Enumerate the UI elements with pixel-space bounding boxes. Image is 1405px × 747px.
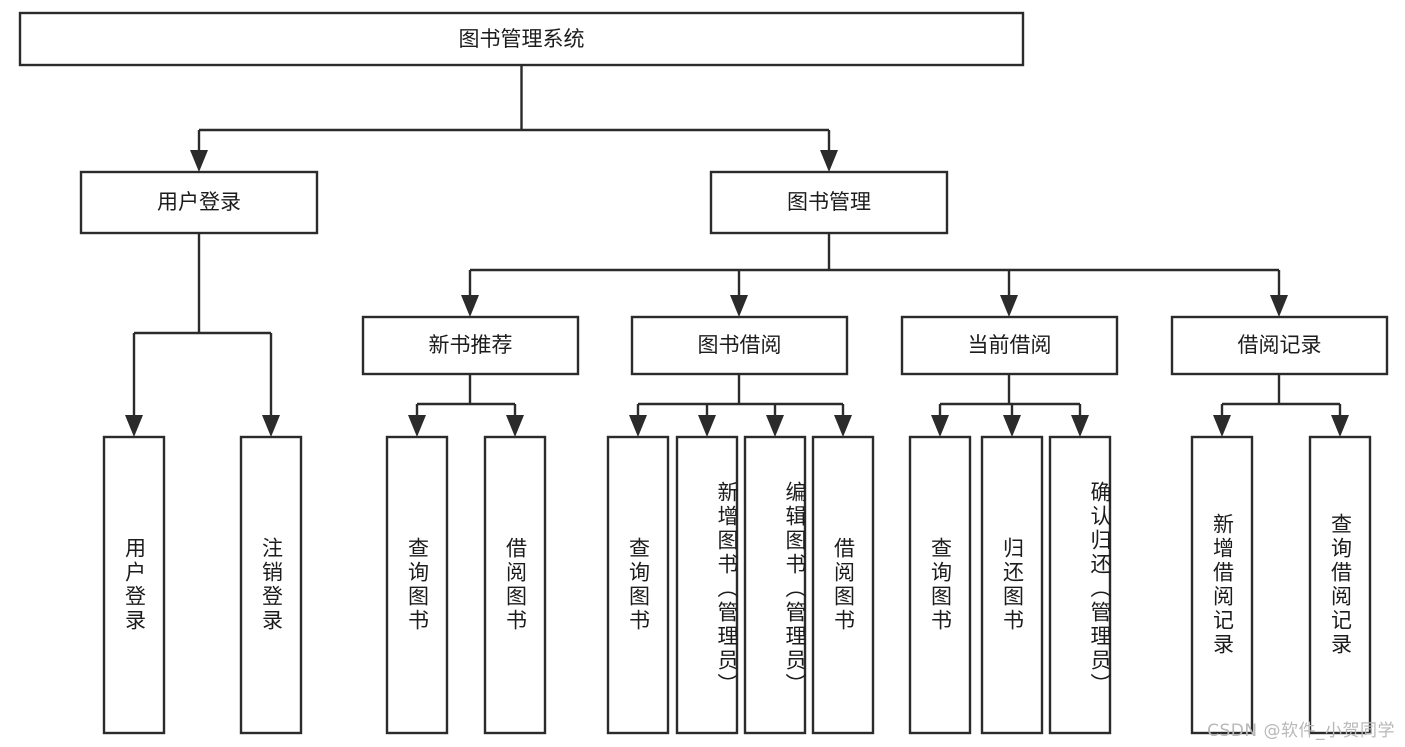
- leaf-node-group: [102, 435, 1372, 735]
- connector-group-book-borrow: [629, 374, 852, 437]
- leaf-rec-borrow-book-box[interactable]: [483, 435, 547, 735]
- leaf-logout-box[interactable]: [239, 435, 303, 735]
- arrow-head-icon: [1270, 295, 1288, 317]
- arrow-head-icon: [190, 150, 208, 172]
- node-user-login-box[interactable]: [79, 170, 319, 235]
- arrow-head-icon: [262, 415, 280, 437]
- node-book-mgmt-box[interactable]: [709, 170, 949, 235]
- leaf-br-add-record-box[interactable]: [1190, 435, 1254, 735]
- arrow-head-icon: [766, 415, 784, 437]
- arrow-head-icon: [931, 415, 949, 437]
- node-user-login-label: 用户登录: [157, 190, 241, 214]
- arrow-head-icon: [1071, 415, 1089, 437]
- connector-group-root: [190, 65, 838, 172]
- leaf-bb-query-book-box[interactable]: [606, 435, 670, 735]
- connector-group-current-borrow: [931, 374, 1089, 437]
- watermark-text: CSDN @软件_小贺同学: [1207, 721, 1395, 741]
- node-root[interactable]: 图书管理系统: [18, 11, 1025, 67]
- arrow-head-icon: [730, 295, 748, 317]
- node-book-borrow-box[interactable]: [630, 315, 849, 376]
- arrow-head-icon: [820, 150, 838, 172]
- leaf-rec-query-book-box[interactable]: [385, 435, 449, 735]
- leaf-bb-edit-book-box[interactable]: [743, 435, 807, 735]
- node-current-borrow-box[interactable]: [900, 315, 1119, 376]
- node-borrow-record[interactable]: 借阅记录: [1170, 315, 1389, 376]
- arrow-head-icon: [1000, 295, 1018, 317]
- leaf-cb-return-book-box[interactable]: [980, 435, 1044, 735]
- node-borrow-record-label: 借阅记录: [1238, 333, 1322, 357]
- arrow-head-icon: [629, 415, 647, 437]
- leaf-br-query-record-box[interactable]: [1308, 435, 1372, 735]
- node-root-box[interactable]: [18, 11, 1025, 67]
- leaf-bb-borrow-book-box[interactable]: [811, 435, 875, 735]
- arrow-head-icon: [461, 295, 479, 317]
- node-new-book-rec-label: 新书推荐: [429, 333, 513, 357]
- arrow-head-icon: [1003, 415, 1021, 437]
- node-borrow-record-box[interactable]: [1170, 315, 1389, 376]
- connector-group-new-book-rec: [408, 374, 524, 437]
- node-root-label: 图书管理系统: [459, 27, 585, 51]
- node-current-borrow-label: 当前借阅: [968, 333, 1052, 357]
- connector-group-borrow-record: [1213, 374, 1349, 437]
- arrow-head-icon: [125, 415, 143, 437]
- leaf-cb-confirm-return-box[interactable]: [1048, 435, 1112, 735]
- node-new-book-rec-box[interactable]: [361, 315, 580, 376]
- leaf-bb-add-book-box[interactable]: [675, 435, 739, 735]
- node-book-mgmt-label: 图书管理: [787, 190, 871, 214]
- arrow-head-icon: [1213, 415, 1231, 437]
- node-new-book-rec[interactable]: 新书推荐: [361, 315, 580, 376]
- node-book-borrow[interactable]: 图书借阅: [630, 315, 849, 376]
- leaf-user-login-box[interactable]: [102, 435, 166, 735]
- arrow-head-icon: [834, 415, 852, 437]
- arrow-head-icon: [408, 415, 426, 437]
- arrow-head-icon: [698, 415, 716, 437]
- node-book-borrow-label: 图书借阅: [698, 333, 782, 357]
- connector-group-book-mgmt: [461, 233, 1288, 317]
- leaf-cb-query-book-box[interactable]: [908, 435, 972, 735]
- node-user-login[interactable]: 用户登录: [79, 170, 319, 235]
- connector-group-user-login: [125, 233, 280, 437]
- arrow-head-icon: [506, 415, 524, 437]
- node-current-borrow[interactable]: 当前借阅: [900, 315, 1119, 376]
- arrow-head-icon: [1331, 415, 1349, 437]
- node-book-mgmt[interactable]: 图书管理: [709, 170, 949, 235]
